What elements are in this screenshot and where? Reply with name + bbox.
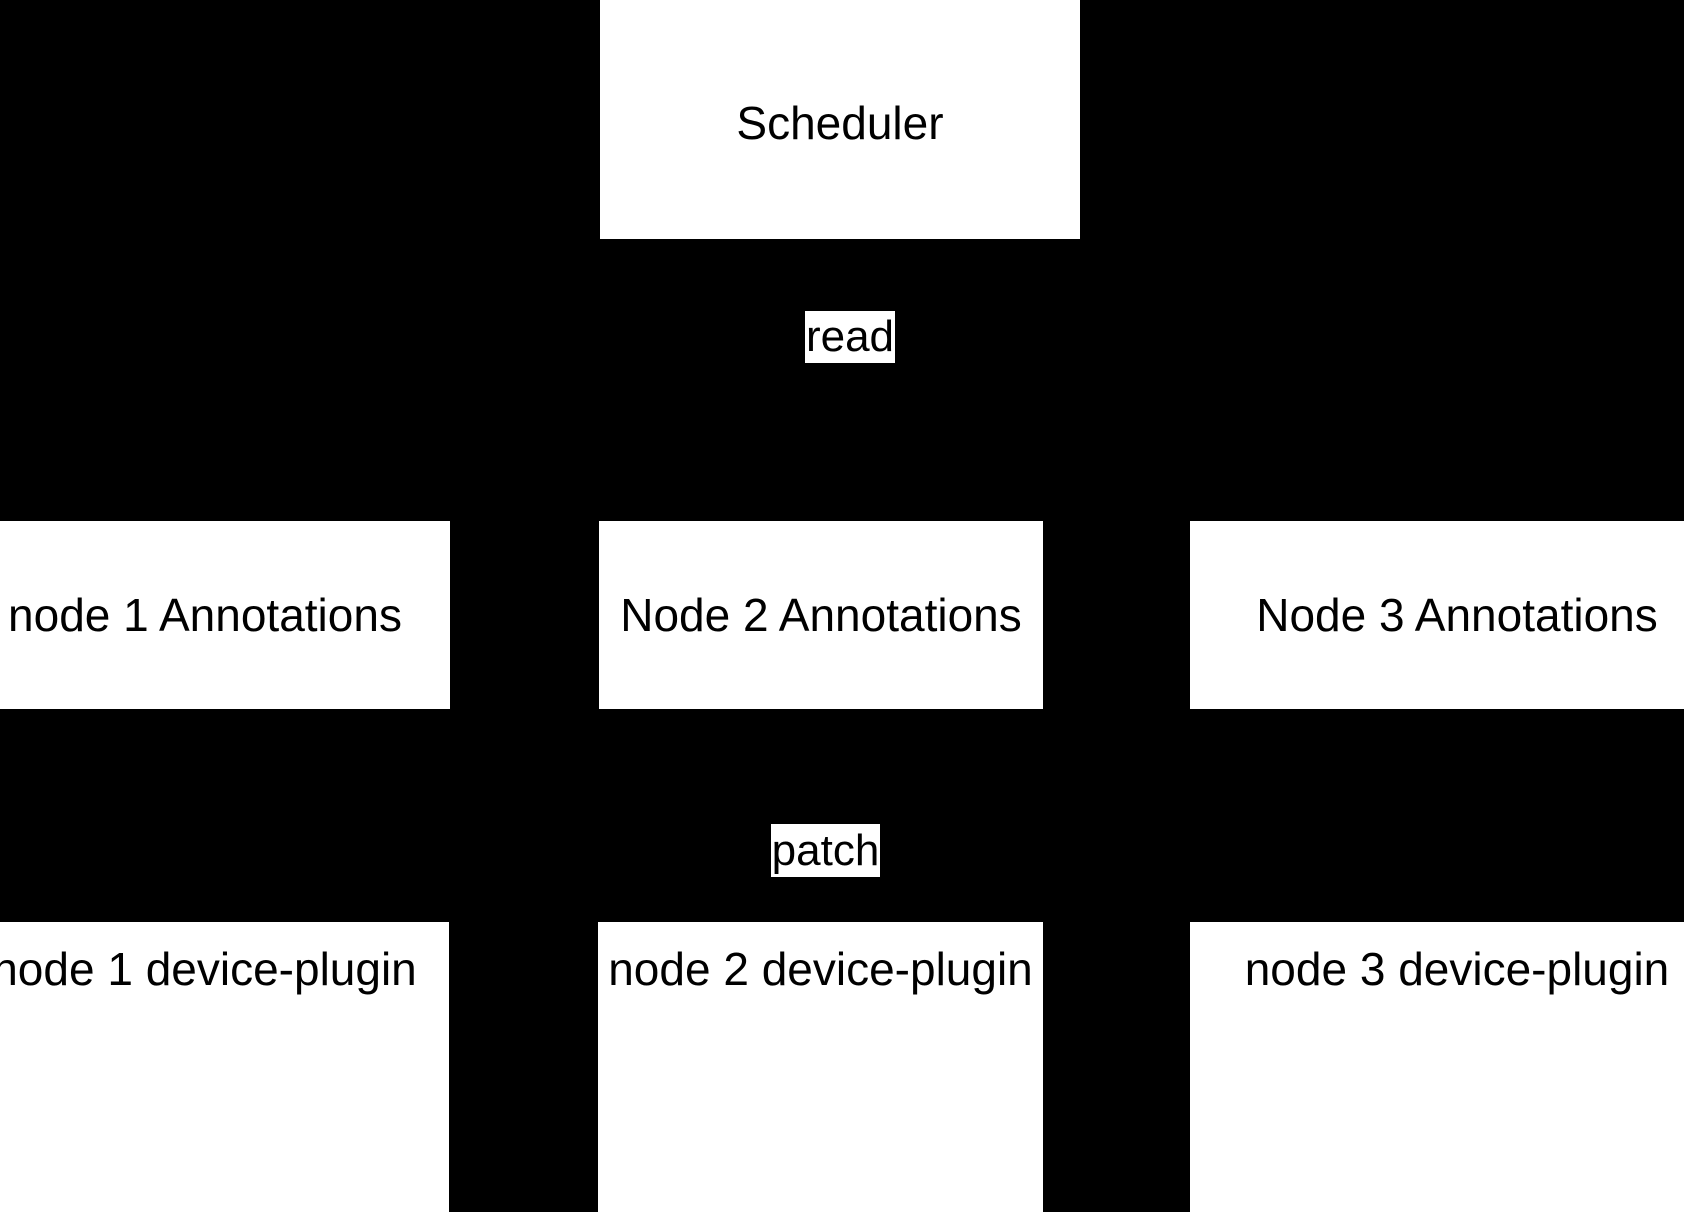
- device-plugin-node-3-label: node 3 device-plugin: [1244, 943, 1670, 995]
- annotations-node-2-label: Node 2 Annotations: [620, 588, 1022, 641]
- scheduler-node: Scheduler: [600, 0, 1080, 239]
- scheduler-node-label: Scheduler: [736, 97, 944, 150]
- device-plugin-node-3: node 3 device-plugin: [1190, 922, 1684, 1212]
- edge-label-read-text: read: [805, 312, 895, 361]
- annotations-node-1: node 1 Annotations: [0, 521, 450, 709]
- edge-label-patch-text: patch: [771, 825, 880, 875]
- edge-label-read: read: [805, 311, 895, 363]
- annotations-node-1-label: node 1 Annotations: [8, 588, 402, 641]
- device-plugin-node-1: node 1 device-plugin: [0, 922, 449, 1212]
- device-plugin-node-1-label: node 1 device-plugin: [0, 943, 417, 995]
- device-plugin-node-2-label: node 2 device-plugin: [608, 943, 1033, 995]
- annotations-node-3-label: Node 3 Annotations: [1256, 588, 1658, 641]
- edge-label-patch: patch: [771, 824, 880, 877]
- annotations-node-2: Node 2 Annotations: [599, 521, 1043, 709]
- annotations-node-3: Node 3 Annotations: [1190, 521, 1684, 709]
- device-plugin-node-2: node 2 device-plugin: [598, 922, 1043, 1212]
